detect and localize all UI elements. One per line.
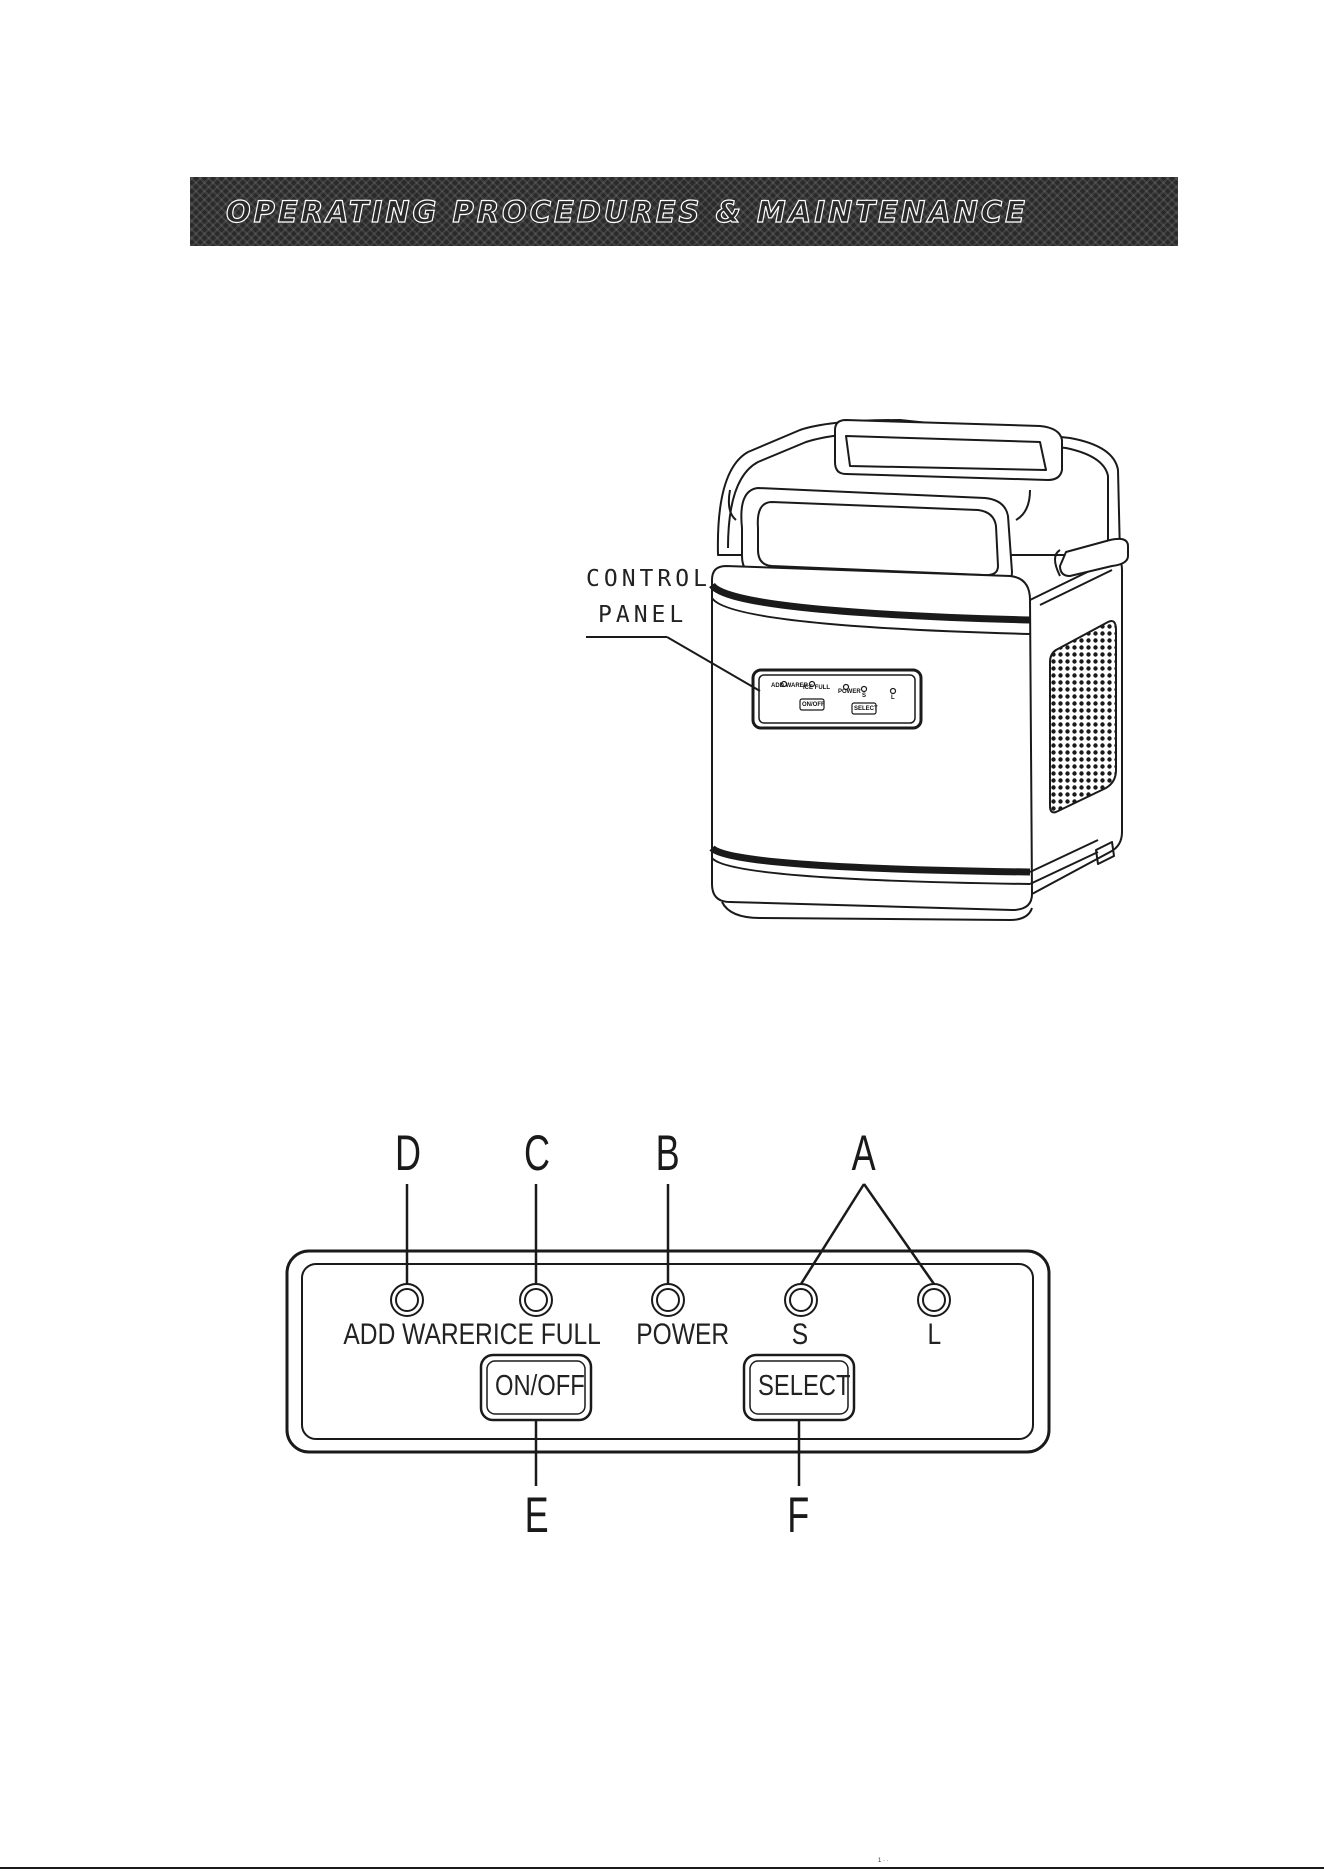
- indicator-label-large: L: [928, 1318, 942, 1352]
- indicator-label-add-water: ADD WARER: [343, 1318, 492, 1352]
- indicator-label-power: POWER: [636, 1318, 729, 1352]
- indicator-light-icon: [652, 1284, 684, 1316]
- indicator-label-small: S: [792, 1318, 808, 1352]
- footer-mark: 1 · ·: [878, 1858, 889, 1864]
- label-letter-b: B: [656, 1124, 680, 1182]
- label-letter-f: F: [787, 1486, 809, 1544]
- small-panel-button-select: SELECT: [854, 706, 878, 712]
- indicator-lights: [391, 1284, 950, 1316]
- indicator-light-icon: [391, 1284, 423, 1316]
- indicator-light-icon: [785, 1284, 817, 1316]
- label-letter-a: A: [852, 1124, 876, 1182]
- label-letter-c: C: [524, 1124, 550, 1182]
- indicator-light-icon: [520, 1284, 552, 1316]
- on-off-button-label: ON/OFF: [495, 1370, 577, 1403]
- label-letter-d: D: [395, 1124, 421, 1182]
- select-button-label: SELECT: [758, 1370, 840, 1403]
- small-panel-label-s: S: [862, 693, 866, 699]
- indicator-label-ice-full: ICE FULL: [493, 1318, 601, 1352]
- small-panel-button-on-off: ON/OFF: [802, 702, 825, 708]
- small-panel-label-power: POWER: [838, 689, 861, 695]
- control-panel-callout-line1: CONTROL: [586, 566, 711, 592]
- indicator-light-icon: [918, 1284, 950, 1316]
- small-panel-label-ice-full: ICE FULL: [803, 685, 830, 691]
- control-panel-callout-line2: PANEL: [598, 602, 687, 628]
- ice-maker-illustration: [712, 420, 1128, 920]
- label-letter-e: E: [525, 1486, 549, 1544]
- small-panel-label-l: L: [891, 695, 895, 701]
